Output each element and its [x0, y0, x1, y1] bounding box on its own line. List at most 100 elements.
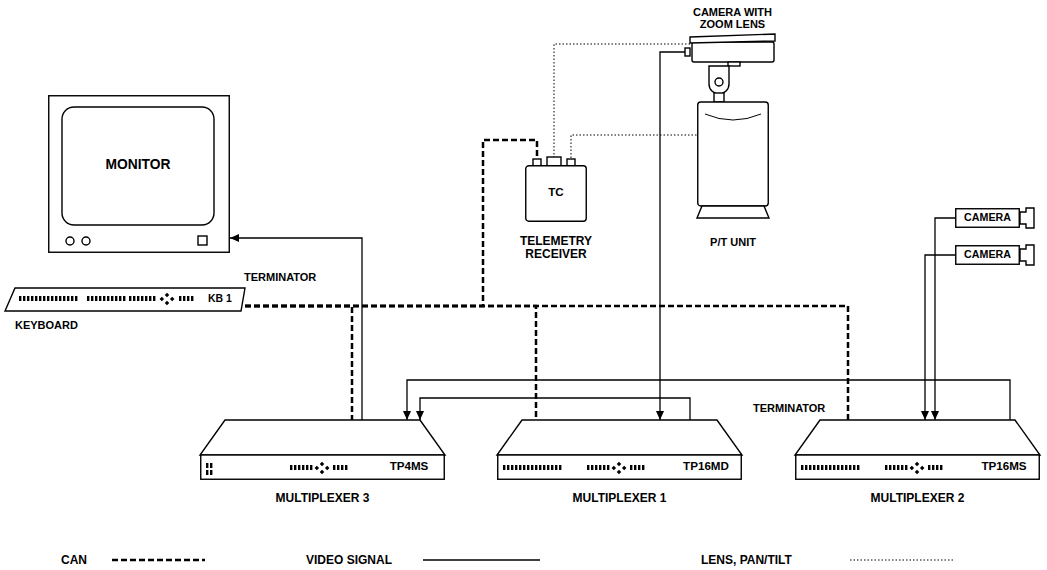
mux-front [201, 455, 445, 479]
nav-key [315, 466, 320, 471]
video-line [925, 255, 955, 420]
key-mark [51, 296, 53, 301]
key-mark [187, 296, 189, 301]
key-mark [67, 296, 69, 301]
monitor-knob [82, 237, 90, 245]
key-mark [310, 465, 312, 470]
key-mark [551, 465, 553, 470]
key-mark [345, 465, 347, 470]
key-mark [531, 465, 533, 470]
key-mark [889, 465, 891, 470]
camera-body [956, 209, 1020, 228]
key-mark [294, 465, 296, 470]
key-mark [123, 296, 125, 301]
key-mark [183, 296, 185, 301]
key-mark [206, 470, 208, 475]
key-mark [829, 465, 831, 470]
key-mark [31, 296, 33, 301]
key-mark [603, 465, 605, 470]
key-mark [940, 465, 942, 470]
connector-tab [547, 157, 561, 166]
key-mark [821, 465, 823, 470]
node-text: CAMERA WITH ZOOM LENS [675, 6, 790, 30]
node-caption: MULTIPLEXER 3 [200, 492, 445, 505]
nav-key [920, 466, 925, 471]
nav-key [325, 466, 330, 471]
lens-pt-sample [850, 560, 955, 561]
terminator-label: TERMINATOR [752, 402, 826, 414]
key-mark [115, 296, 117, 301]
pt-foot [697, 206, 769, 218]
key-mark [591, 465, 593, 470]
node-text: TP4MS [378, 460, 440, 473]
connector-tab [533, 159, 541, 166]
key-mark [857, 465, 859, 470]
node-text: P/T UNIT [683, 236, 783, 248]
key-mark [905, 465, 907, 470]
mux-front [796, 455, 1040, 479]
key-mark [103, 296, 105, 301]
video-sample [423, 559, 540, 560]
node-text: CAMERA [955, 212, 1020, 224]
video-line [407, 380, 1010, 420]
key-mark [833, 465, 835, 470]
camera-body [692, 42, 774, 62]
key-mark [543, 465, 545, 470]
key-mark [595, 465, 597, 470]
video-line [935, 218, 955, 420]
key-mark [519, 465, 521, 470]
key-mark [337, 465, 339, 470]
key-mark [897, 465, 899, 470]
node-text: TC [525, 186, 587, 199]
key-mark [302, 465, 304, 470]
key-mark [341, 465, 343, 470]
camera-lens [1020, 245, 1034, 265]
pan-tilt-unit: P/T UNIT [697, 66, 769, 220]
keyboard-body [5, 288, 245, 311]
multiplexer: TP4MSMULTIPLEXER 3 [200, 420, 445, 480]
can-bus [245, 306, 848, 420]
nav-key [617, 470, 622, 475]
video-line [420, 398, 690, 420]
key-mark [634, 465, 636, 470]
nav-key [170, 297, 175, 302]
key-mark [306, 465, 308, 470]
key-mark [206, 463, 208, 468]
nav-key [165, 293, 170, 298]
pt-pivot [715, 78, 723, 86]
key-mark [535, 465, 537, 470]
can-sample [112, 559, 205, 562]
key-mark [63, 296, 65, 301]
key-mark [191, 296, 193, 301]
key-mark [825, 465, 827, 470]
key-mark [333, 465, 335, 470]
key-mark [607, 465, 609, 470]
key-mark [23, 296, 25, 301]
mux-top [795, 420, 1040, 455]
key-mark [153, 296, 155, 301]
node-text: TP16MD [675, 460, 737, 473]
zoom-camera-outline [690, 34, 775, 66]
video-line [660, 52, 690, 420]
camera: CAMERA [955, 245, 1020, 265]
key-mark [87, 296, 89, 301]
key-mark [849, 465, 851, 470]
key-mark [845, 465, 847, 470]
node-caption: MULTIPLEXER 2 [795, 492, 1040, 505]
key-mark [129, 296, 131, 301]
key-mark [71, 296, 73, 301]
key-mark [95, 296, 97, 301]
zoom-camera: CAMERA WITH ZOOM LENS [690, 34, 775, 66]
key-mark [630, 465, 632, 470]
key-mark [27, 296, 29, 301]
pt-body [698, 102, 769, 206]
terminator-label: TERMINATOR [243, 271, 317, 283]
nav-key [165, 301, 170, 306]
key-mark [642, 465, 644, 470]
key-mark [55, 296, 57, 301]
lens-control-line [554, 44, 690, 165]
mux-top [200, 420, 445, 455]
key-mark [210, 463, 212, 468]
nav-key [160, 297, 165, 302]
